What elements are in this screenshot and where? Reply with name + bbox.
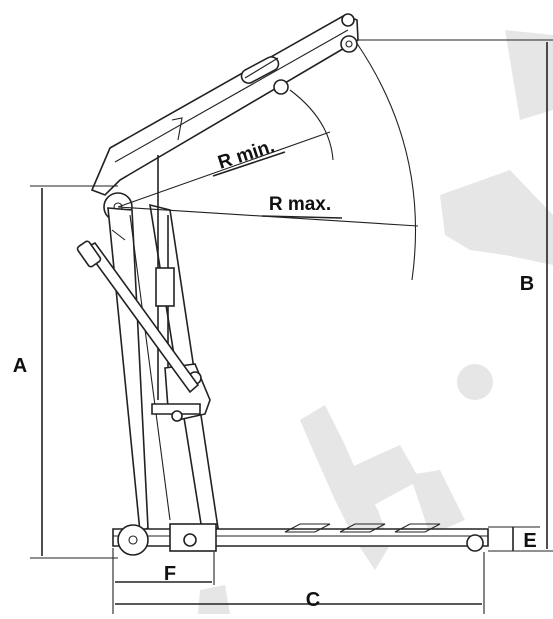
- base-leg: [112, 523, 489, 556]
- label-dim-f: F: [164, 563, 176, 585]
- watermark-logo: [198, 30, 553, 614]
- label-dim-e: E: [523, 530, 536, 552]
- dimension-lines: [30, 39, 553, 614]
- label-r-min: R min.: [215, 136, 277, 174]
- label-dim-a: A: [13, 355, 27, 377]
- label-dim-b: B: [520, 273, 534, 295]
- label-r-max: R max.: [269, 194, 331, 215]
- mast: [107, 203, 219, 534]
- label-dim-c: C: [306, 589, 320, 611]
- hydraulic-ram: [76, 155, 211, 422]
